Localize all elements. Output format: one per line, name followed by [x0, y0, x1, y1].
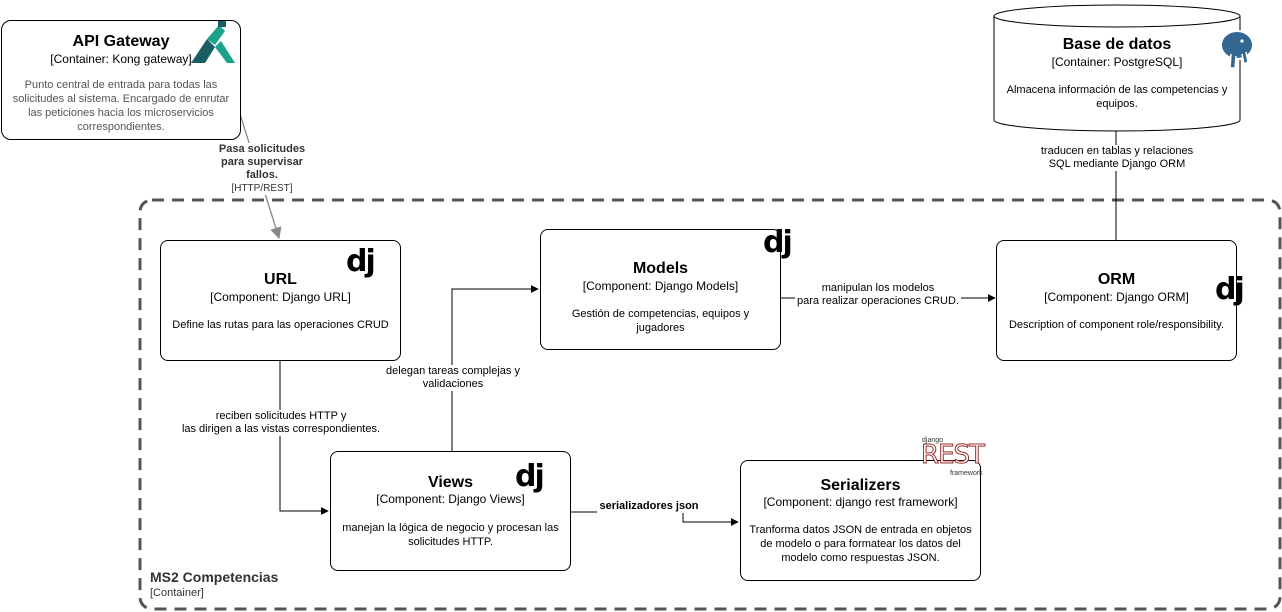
edge-label-line: SQL mediante Django ORM — [1048, 158, 1186, 170]
url-component-box[interactable]: URL [Component: Django URL] Define las r… — [160, 240, 401, 361]
models-component-box[interactable]: Models [Component: Django Models] Gestió… — [540, 228, 793, 350]
edge-label-line: delegan tareas complejas y — [386, 365, 520, 377]
edge-label-line: las dirigen a las vistas correspondiente… — [181, 423, 381, 435]
django-logo-icon: dj — [763, 225, 793, 260]
views-component-box[interactable]: Views [Component: Django Views] manejan … — [330, 451, 571, 571]
edge-label-line: para realizar operaciones CRUD. — [796, 295, 959, 307]
edge-views-models — [451, 285, 539, 451]
boundary-tech: [Container] — [150, 587, 204, 599]
rest-logo-main-text: REST — [921, 440, 986, 471]
rest-logo-top-text: django — [922, 437, 944, 444]
database-cylinder[interactable]: Base de datos [Container: PostgreSQL] Al… — [993, 4, 1254, 132]
url-title: URL — [264, 271, 297, 288]
edge-label-models-orm: manipulan los modelos para realizar oper… — [795, 282, 961, 308]
edge-label-orm-db: traducen en tablas y relaciones SQL medi… — [1034, 145, 1200, 171]
edge-label-views-serializers: serializadores json — [597, 500, 701, 513]
models-tech: [Component: Django Models] — [582, 279, 739, 293]
orm-desc: Description of component role/responsibi… — [1008, 319, 1224, 331]
serializers-component-box[interactable]: Serializers [Component: django rest fram… — [740, 460, 981, 581]
serializers-title: Serializers — [820, 477, 901, 494]
edge-label-gateway-url: Pasa solicitudes para supervisar fallos.… — [204, 143, 320, 195]
postgresql-elephant-icon — [1220, 30, 1254, 69]
gateway-tech: [Container: Kong gateway] — [50, 52, 192, 66]
views-desc: manejan la lógica de negocio y procesan … — [342, 522, 559, 548]
edge-label-line: validaciones — [422, 378, 484, 390]
django-rest-framework-logo-icon: django REST framework — [920, 437, 986, 479]
url-desc: Define las rutas para las operaciones CR… — [172, 319, 389, 331]
edge-label-line: serializadores json — [599, 500, 699, 512]
serializers-tech: [Component: django rest framework] — [763, 495, 958, 509]
database-title: Base de datos — [1062, 36, 1172, 53]
edge-label-url-views: reciben solicitudes HTTP y las dirigen a… — [170, 410, 392, 436]
django-logo-icon: dj — [346, 244, 376, 279]
edge-label-tech: [HTTP/REST] — [231, 183, 293, 194]
boundary-frame — [138, 198, 1282, 611]
orm-title: ORM — [1097, 271, 1136, 288]
django-logo-icon: dj — [1215, 272, 1245, 307]
rest-logo-bottom-text: framework — [950, 470, 983, 477]
models-desc: Gestión de competencias, equipos y jugad… — [571, 308, 750, 334]
views-title: Views — [427, 474, 474, 491]
serializers-desc: Tranforma datos JSON de entrada en objet… — [749, 524, 972, 564]
gateway-title: API Gateway — [72, 33, 170, 50]
api-gateway-box[interactable]: API Gateway [Container: Kong gateway] Pu… — [1, 20, 241, 140]
database-desc: Almacena información de las competencias… — [1006, 84, 1228, 110]
edge-label-line: manipulan los modelos — [821, 282, 935, 294]
kong-logo-icon — [191, 21, 235, 63]
orm-component-box[interactable]: ORM [Component: Django ORM] Description … — [996, 240, 1245, 361]
url-tech: [Component: Django URL] — [210, 290, 351, 304]
edge-label-line: reciben solicitudes HTTP y — [215, 410, 347, 422]
boundary-title: MS2 Competencias — [150, 569, 279, 585]
views-tech: [Component: Django Views] — [376, 492, 525, 506]
edge-label-line: Pasa solicitudes — [218, 143, 306, 155]
edge-label-views-models: delegan tareas complejas y validaciones — [380, 365, 526, 391]
orm-tech: [Component: Django ORM] — [1044, 290, 1189, 304]
models-title: Models — [632, 260, 689, 277]
database-tech: [Container: PostgreSQL] — [1051, 55, 1183, 69]
gateway-desc: Punto central de entrada para todas las … — [12, 79, 230, 133]
edge-views-serializers — [571, 511, 739, 526]
django-logo-icon: dj — [515, 459, 545, 494]
edge-label-line: traducen en tablas y relaciones — [1040, 145, 1194, 157]
edge-label-line: para supervisar fallos. — [221, 156, 303, 181]
